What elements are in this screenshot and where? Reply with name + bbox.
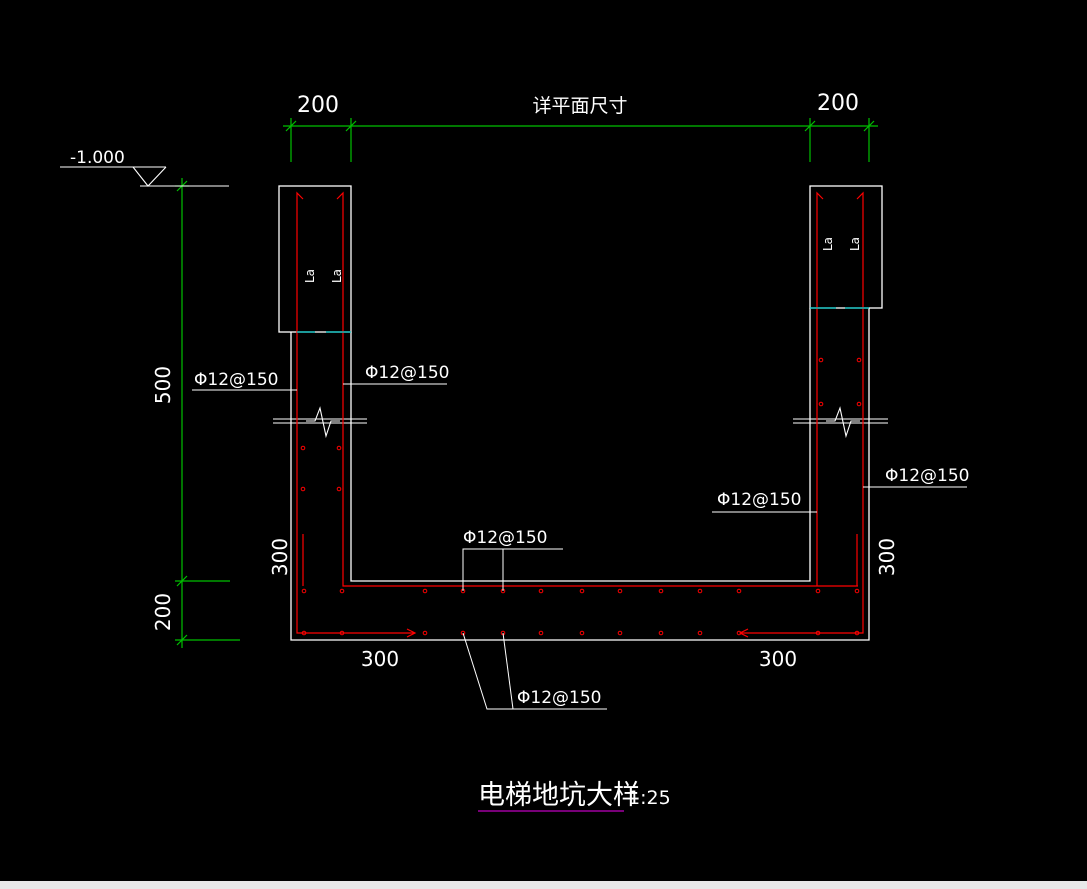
pit-inner-outline xyxy=(350,308,811,582)
anchorage-labels: La La La La xyxy=(303,237,862,283)
rebar-dot xyxy=(854,588,860,594)
rebar-dot xyxy=(697,588,703,594)
drawing-title: 电梯地坑大样 xyxy=(478,780,640,811)
dim-side-right: 300 xyxy=(875,538,899,576)
rebar-dot xyxy=(854,630,860,636)
anchorage-marks xyxy=(297,307,869,333)
right-inner-rebar xyxy=(816,191,824,586)
rebar-dot xyxy=(300,445,306,451)
left-inner-rebar xyxy=(336,191,858,587)
dim-side-left: 300 xyxy=(268,538,292,576)
left-outer-arrow xyxy=(406,628,417,638)
rebar-dot xyxy=(336,486,342,492)
dim-left-lower: 200 xyxy=(151,593,175,631)
right-outer-rebar xyxy=(740,191,864,634)
rebar-label-right-inner: Φ12@150 xyxy=(717,490,801,510)
rebar-dot xyxy=(617,588,623,594)
rebar-dot xyxy=(301,630,307,636)
rebar-dot xyxy=(339,630,345,636)
dim-top-middle: 详平面尺寸 xyxy=(532,95,627,117)
la-label-left-1: La xyxy=(303,269,317,283)
rebar-dot xyxy=(617,630,623,636)
pit-outer-outline xyxy=(290,308,870,641)
dim-bottom-right: 300 xyxy=(759,647,797,671)
rebar-label-slab-bottom: Φ12@150 xyxy=(517,688,601,708)
rebar-dot xyxy=(658,630,664,636)
left-outer-rebar xyxy=(296,191,415,634)
la-label-right-2: La xyxy=(848,237,862,251)
rebar-label-texts: Φ12@150 Φ12@150 Φ12@150 Φ12@150 Φ12@150 … xyxy=(194,363,969,708)
rebar-dot xyxy=(422,630,428,636)
dim-top-right: 200 xyxy=(817,91,859,116)
rebar-dot xyxy=(579,588,585,594)
rebar-dot xyxy=(658,588,664,594)
elevation-mark xyxy=(60,166,229,187)
rebar-label-left-inner: Φ12@150 xyxy=(365,363,449,383)
rebar-dot xyxy=(538,588,544,594)
rebar-dot xyxy=(339,588,345,594)
rebar-label-right-outer: Φ12@150 xyxy=(885,466,969,486)
drawing-scale: 1:25 xyxy=(628,787,671,809)
rebar-dot xyxy=(736,630,742,636)
rebar-dot xyxy=(422,588,428,594)
rebar-dot xyxy=(818,401,824,407)
rebar-label-left-outer: Φ12@150 xyxy=(194,370,278,390)
la-label-right-1: La xyxy=(821,237,835,251)
rebar-dot xyxy=(579,630,585,636)
rebar-dot xyxy=(856,357,862,363)
rebars xyxy=(296,191,864,638)
break-marks xyxy=(273,406,888,439)
rebar-dot xyxy=(815,588,821,594)
la-label-left-2: La xyxy=(330,269,344,283)
rebar-leaders xyxy=(192,383,967,710)
rebar-dot xyxy=(697,630,703,636)
rebar-dot xyxy=(818,357,824,363)
break-mark-right xyxy=(793,406,888,439)
break-mark-left xyxy=(273,406,367,439)
rebar-dot xyxy=(300,486,306,492)
status-strip xyxy=(0,881,1087,889)
elevation-label: -1.000 xyxy=(70,148,125,168)
dim-top-left: 200 xyxy=(297,93,339,118)
concrete-outline xyxy=(278,185,883,641)
rebar-label-slab-top: Φ12@150 xyxy=(463,528,547,548)
dim-left-upper: 500 xyxy=(151,366,175,404)
rebar-dot xyxy=(815,630,821,636)
right-outer-arrow xyxy=(738,628,749,638)
rebar-dot xyxy=(856,401,862,407)
dimension-texts: 200 详平面尺寸 200 500 200 300 300 300 300 xyxy=(151,91,899,671)
left-wall-head xyxy=(278,185,352,333)
rebar-dot xyxy=(336,445,342,451)
rebar-dot xyxy=(736,588,742,594)
dim-bottom-left: 300 xyxy=(361,647,399,671)
rebar-dot xyxy=(301,588,307,594)
dimension-lines xyxy=(175,118,878,648)
rebar-dot xyxy=(460,630,466,636)
rebar-dot xyxy=(538,630,544,636)
